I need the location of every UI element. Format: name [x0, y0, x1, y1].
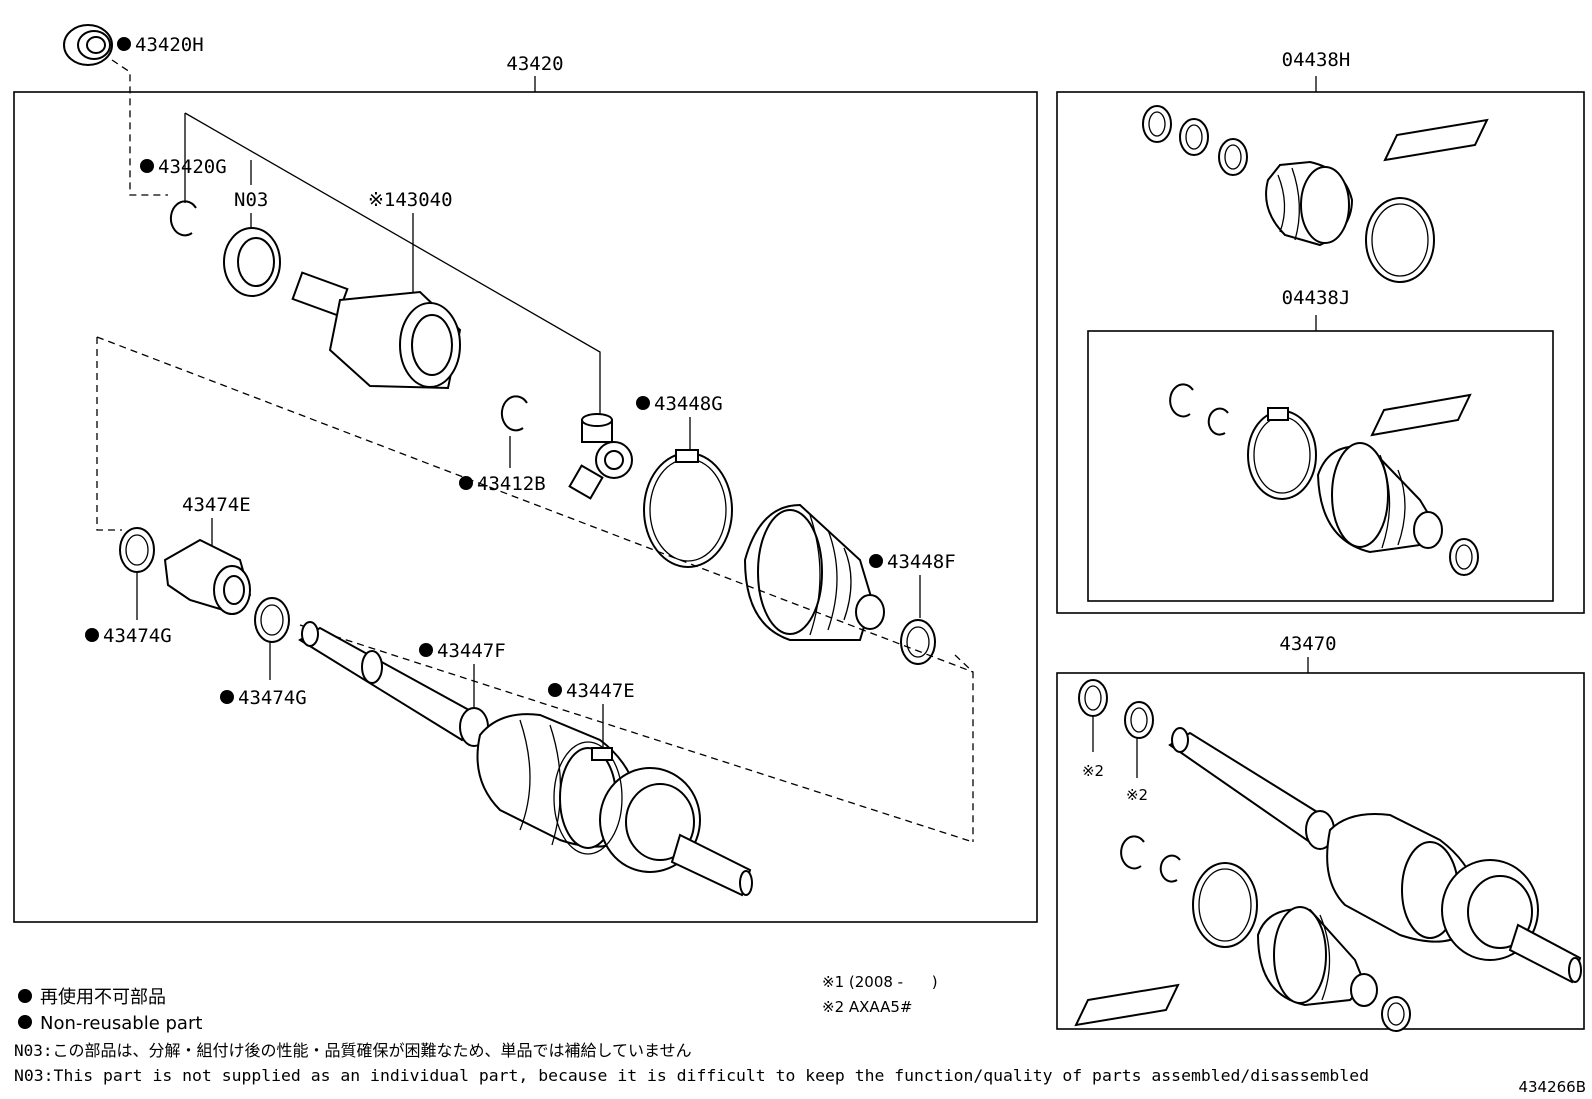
legend-n03-en: N03:This part is not supplied as an indi…	[14, 1066, 1369, 1085]
kit-box-04438h	[1056, 91, 1585, 614]
label-43474e: 43474E	[182, 494, 251, 516]
boot-kit-04438j-parts	[1169, 383, 1479, 576]
legend-non-reusable-ja: 再使用不可部品	[40, 987, 166, 1008]
label-43420h: 43420H	[135, 34, 204, 56]
assembly-box-43470	[1056, 672, 1585, 1030]
damper-clamp-43474g-b	[254, 597, 290, 643]
footnote-ref1: ※1 (2008 - )	[822, 973, 938, 991]
boot-clamp-43447e	[553, 741, 623, 855]
outer-boot-cv-joint	[476, 713, 753, 897]
kit-box-04438j	[1087, 330, 1554, 602]
shaft-assembly-43470-parts	[1074, 679, 1582, 1032]
dust-deflector-n03	[223, 227, 281, 297]
label-43448f: 43448F	[887, 551, 956, 573]
label-43040: ※143040	[368, 189, 453, 211]
note-ref-2b: ※2	[1126, 786, 1148, 804]
diagram-code: 434266B	[1518, 1078, 1586, 1096]
snap-ring-43412b	[500, 395, 528, 432]
dynamic-damper-43474e	[163, 538, 252, 615]
group-label-43420: 43420	[506, 53, 563, 75]
legend-n03-ja: N03:この部品は、分解・組付け後の性能・品質確保が困難なため、単品では補給して…	[14, 1041, 692, 1060]
tripod-joint	[568, 413, 633, 500]
label-43474g-b: 43474G	[238, 687, 307, 709]
group-label-43470: 43470	[1279, 633, 1336, 655]
boot-clamp-43448f	[900, 619, 936, 665]
snap-ring-43420g	[169, 200, 197, 237]
non-reusable-bullet	[117, 37, 131, 51]
label-43474g-a: 43474G	[103, 625, 172, 647]
legend-non-reusable-en: Non-reusable part	[40, 1013, 202, 1034]
label-43448g: 43448G	[654, 393, 723, 415]
label-43412b: 43412B	[477, 473, 546, 495]
label-43447f: 43447F	[437, 640, 506, 662]
label-43420g: 43420G	[158, 156, 227, 178]
group-label-04438h: 04438H	[1282, 49, 1351, 71]
boot-clamp-43448g	[643, 452, 733, 568]
note-ref-2a: ※2	[1082, 762, 1104, 780]
inner-boot	[743, 503, 885, 641]
label-43447e: 43447E	[566, 680, 635, 702]
footnote-ref2: ※2 AXAA5#	[822, 998, 912, 1016]
seal-43420h	[63, 24, 113, 66]
group-label-04438j: 04438J	[1282, 287, 1351, 309]
inner-joint-housing-43040	[291, 271, 462, 390]
boot-kit-04438h-parts	[1142, 105, 1489, 283]
assembly-box-43420	[13, 91, 1038, 923]
label-n03: N03	[234, 189, 268, 211]
